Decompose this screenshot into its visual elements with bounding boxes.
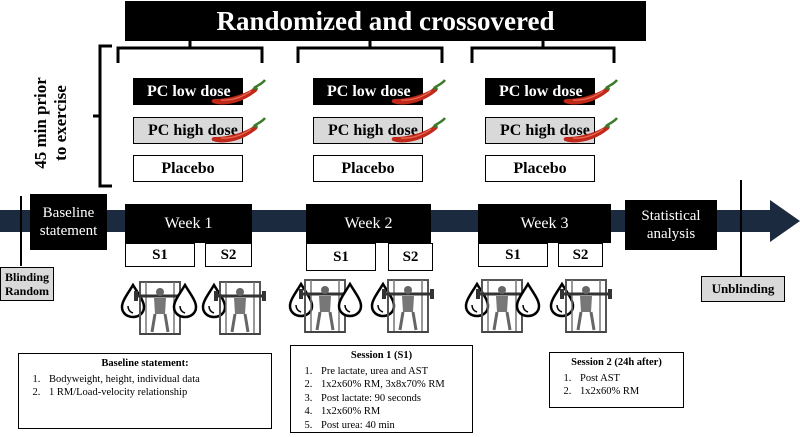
session2-info-box: Session 2 (24h after) Post AST 1x2x60% R… [549, 352, 684, 408]
week2-box: Week 2 [306, 204, 431, 243]
blinding-line2: Random [4, 284, 49, 298]
baseline-info-list: Bodyweight, height, individual data 1 RM… [25, 373, 265, 400]
list-item: Post urea: 40 min [315, 419, 466, 433]
dose-placebo-week2: Placebo [313, 155, 423, 182]
session2-info-list: Post AST 1x2x60% RM [556, 372, 677, 399]
top-bracket-2 [296, 41, 444, 63]
list-item: Post AST [574, 372, 677, 386]
week2-s2: S2 [388, 243, 433, 271]
dose-placebo-week3: Placebo [485, 155, 595, 182]
list-item: Bodyweight, height, individual data [43, 373, 265, 387]
baseline-info-box: Baseline statement: Bodyweight, height, … [18, 353, 272, 429]
blinding-random-tag: Blinding Random [0, 267, 54, 301]
blood-drop-icon [464, 282, 490, 318]
top-bracket-1 [116, 41, 264, 63]
week3-box: Week 3 [478, 204, 611, 243]
dose-low-week3: PC low dose [485, 78, 595, 105]
statistical-analysis-box: Statistical analysis [625, 200, 717, 250]
session1-info-list: Pre lactate, urea and AST 1x2x60% RM, 3x… [297, 365, 466, 433]
blood-drop-icon [172, 283, 198, 319]
week3-s2: S2 [558, 243, 603, 267]
blood-drop-icon [288, 282, 314, 318]
week1-s1: S1 [125, 243, 195, 267]
list-item: 1x2x60% RM [574, 385, 677, 399]
week1-box: Week 1 [125, 204, 252, 243]
list-item: 1x2x60% RM, 3x8x70% RM [315, 378, 466, 392]
session1-info-box: Session 1 (S1) Pre lactate, urea and AST… [290, 345, 473, 433]
blood-drop-icon [515, 282, 541, 318]
session1-info-title: Session 1 (S1) [350, 350, 413, 361]
side-bracket [93, 44, 112, 188]
dose-high-week2: PC high dose [313, 117, 423, 144]
list-item: Post lactate: 90 seconds [315, 392, 466, 406]
baseline-line1: Baseline [42, 205, 95, 221]
statistical-line1: Statistical [641, 208, 701, 224]
top-bracket-3 [470, 41, 616, 63]
dose-high-week3: PC high dose [485, 117, 595, 144]
session2-info-title: Session 2 (24h after) [571, 357, 662, 368]
list-item: Pre lactate, urea and AST [315, 365, 466, 379]
blood-drop-icon [370, 282, 396, 318]
blinding-line1: Blinding [4, 270, 50, 284]
list-item: 1 RM/Load-velocity relationship [43, 386, 265, 400]
dose-placebo-week1: Placebo [133, 155, 243, 182]
baseline-line2: statement [39, 223, 98, 239]
list-item: 1x2x60% RM [315, 405, 466, 419]
unblinding-tag: Unblinding [701, 276, 785, 302]
title-bar: Randomized and crossovered [125, 1, 646, 41]
week2-s1: S1 [306, 243, 376, 271]
statistical-line2: analysis [646, 226, 696, 242]
week3-s1: S1 [478, 243, 548, 267]
week1-s2: S2 [205, 243, 252, 267]
blood-drop-icon [549, 282, 575, 318]
blood-drop-icon [337, 282, 363, 318]
baseline-box: Baseline statement [30, 194, 107, 250]
baseline-info-title: Baseline statement: [101, 358, 189, 369]
